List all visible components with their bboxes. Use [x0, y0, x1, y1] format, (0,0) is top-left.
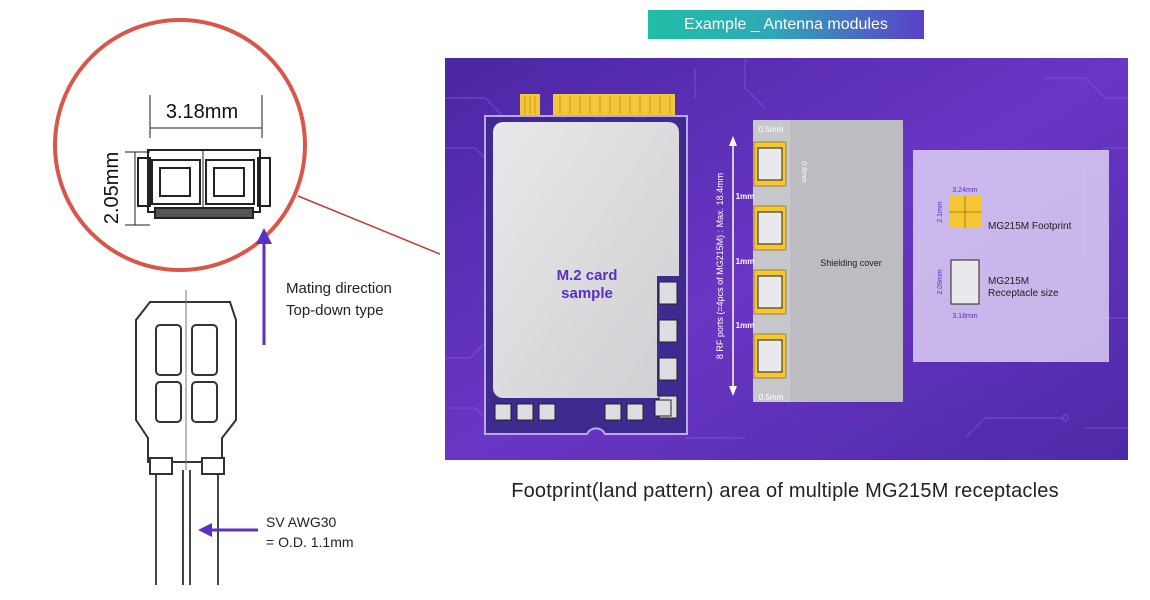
callout-line	[297, 195, 440, 255]
zoom-width-label: 3.18mm	[166, 101, 238, 123]
mating-label: Mating direction Top-down type	[286, 278, 392, 322]
shielding-cover	[790, 120, 903, 402]
mating-label-line1: Mating direction	[286, 280, 392, 297]
dim-top-label: 0.5mm	[759, 125, 784, 134]
zoom-height-label: 2.05mm	[101, 152, 123, 224]
ports-arrow-top	[729, 136, 737, 146]
mating-arrow-head	[256, 228, 272, 244]
plug-drawing	[135, 290, 237, 475]
board-image: M.2 card sample 8 RF ports (=4pcs of MG2…	[445, 58, 1128, 460]
cable-label-line1: SV AWG30	[266, 514, 337, 530]
receptacle-width-label: 3.18mm	[952, 313, 977, 320]
ports-label: 8 RF ports (=4pcs of MG215M) : Max. 18.4…	[715, 173, 725, 359]
receptacle-drawing	[125, 95, 271, 226]
gap-label-1: 1mm	[736, 192, 755, 201]
shield-label: Shielding cover	[820, 258, 882, 268]
legend-panel	[913, 150, 1109, 362]
title-banner: Example _ Antenna modules	[648, 10, 924, 39]
cable-label-line2: = O.D. 1.1mm	[266, 534, 354, 550]
cable-drawing	[155, 470, 219, 585]
gap-label-2: 1mm	[736, 257, 755, 266]
gap-label-3: 1mm	[736, 321, 755, 330]
cable-label: SV AWG30 = O.D. 1.1mm	[266, 512, 354, 552]
receptacle-label-line2: Receptacle size	[988, 288, 1059, 299]
footprint-label: MG215M Footprint	[988, 221, 1072, 232]
receptacle-height-label: 2.09mm	[937, 269, 944, 294]
card-label-line1: M.2 card	[557, 267, 618, 284]
dim-side-label: 0.6mm	[800, 161, 807, 183]
receptacle-label-line1: MG215M	[988, 276, 1029, 287]
footprint-width-label: 3.24mm	[952, 187, 977, 194]
m2-card	[484, 94, 688, 435]
receptacle-stack	[753, 141, 787, 379]
cable-arrow-head	[198, 523, 212, 537]
zoom-circle	[53, 18, 307, 272]
card-label-line2: sample	[561, 285, 613, 302]
mating-label-line2: Top-down type	[286, 302, 384, 319]
receptacle-swatch	[950, 259, 980, 305]
caption: Footprint(land pattern) area of multiple…	[511, 480, 1059, 502]
connector-illustration: 3.18mm 2.05mm	[53, 18, 440, 585]
ports-arrow-bottom	[729, 386, 737, 396]
dim-bottom-label: 0.5mm	[759, 393, 784, 402]
footprint-height-label: 2.1mm	[937, 201, 944, 223]
